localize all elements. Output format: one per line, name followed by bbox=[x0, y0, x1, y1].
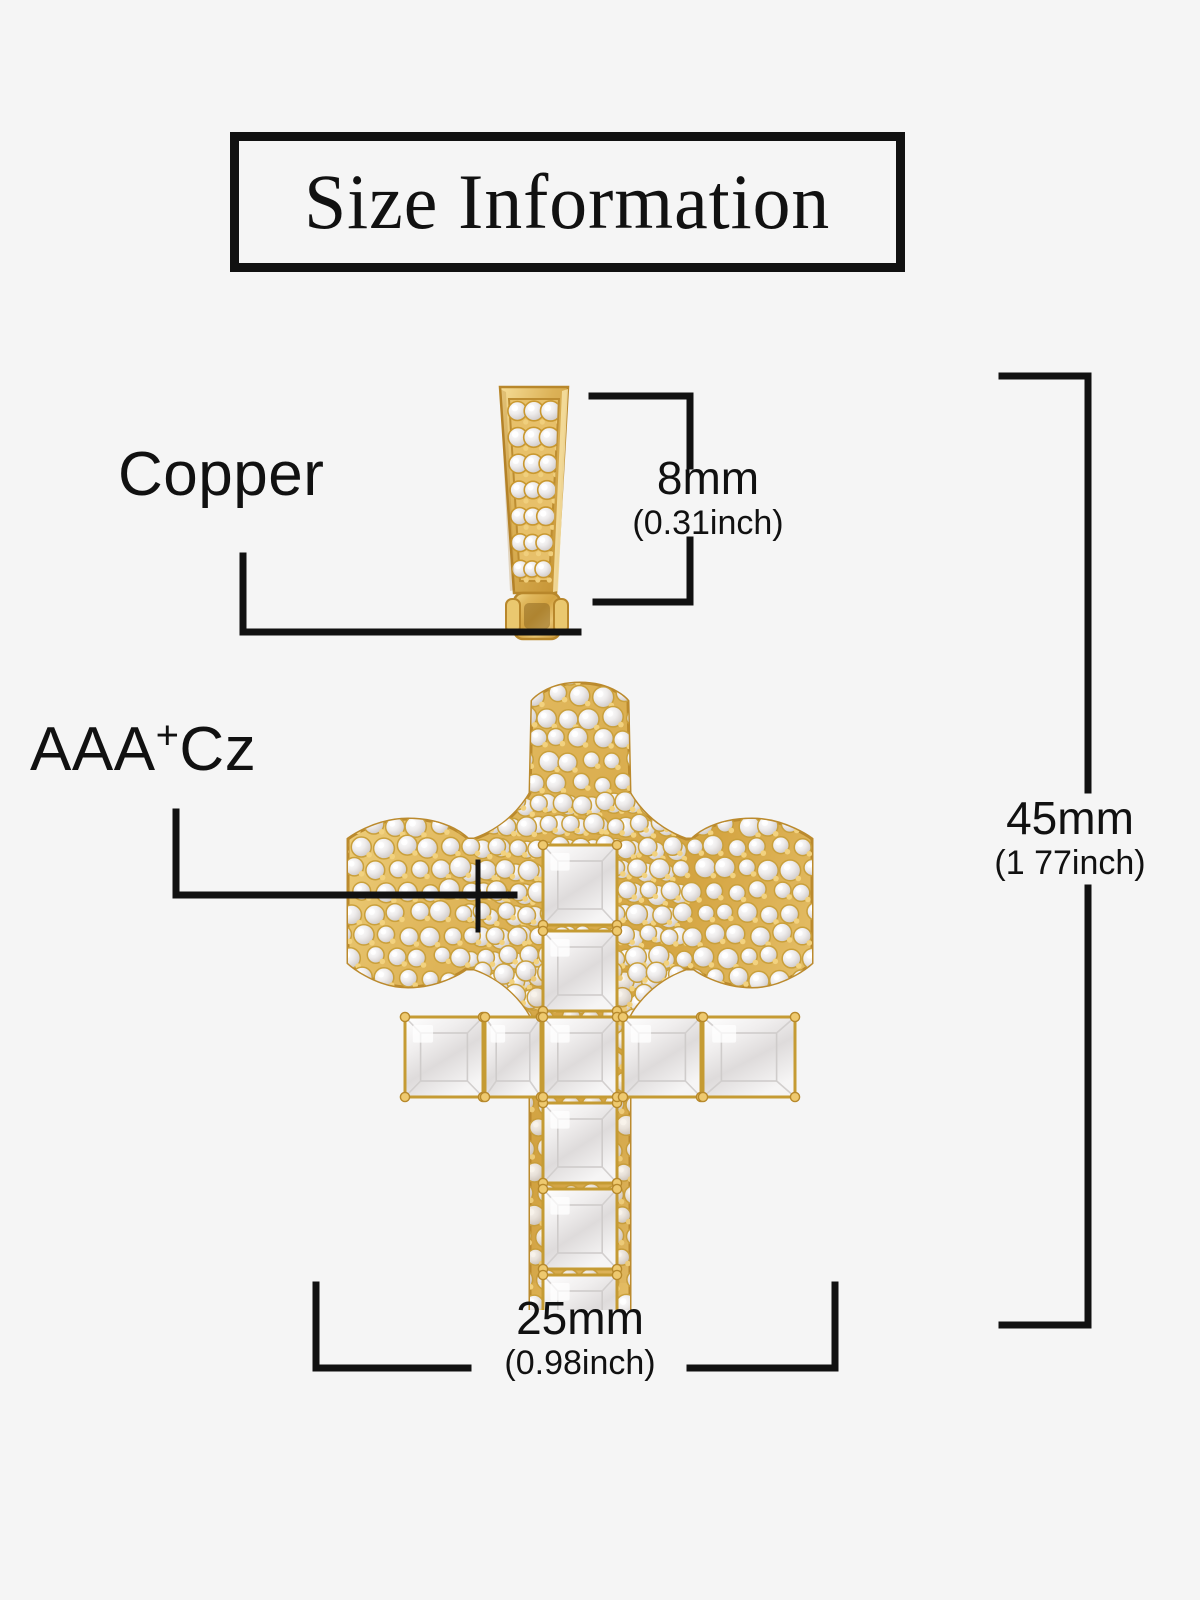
center-stone-h-3 bbox=[537, 1011, 623, 1103]
center-stones-vertical bbox=[537, 839, 623, 1310]
center-stone-v-6 bbox=[537, 1269, 623, 1310]
center-stones-horizontal bbox=[399, 1011, 801, 1103]
pendant-bail bbox=[498, 385, 570, 595]
center-stone-h-5 bbox=[697, 1011, 801, 1103]
material-label-aaa-cz: AAA+Cz bbox=[30, 714, 256, 785]
center-stone-v-2 bbox=[537, 925, 623, 1017]
center-stone-h-2 bbox=[479, 1011, 547, 1103]
dim-45mm-value: 45mm bbox=[1006, 792, 1134, 844]
aaa-text: AAA bbox=[30, 715, 156, 784]
plus-superscript: + bbox=[155, 713, 180, 758]
material-label-copper: Copper bbox=[118, 439, 324, 510]
dim-8mm-value: 8mm bbox=[656, 452, 760, 504]
dim-45mm-inch: (1 77inch) bbox=[994, 844, 1146, 882]
cross-pendant-image bbox=[346, 385, 814, 1310]
cz-text: Cz bbox=[179, 715, 257, 784]
dimension-label-45mm: 45mm (1 77inch) bbox=[975, 795, 1165, 880]
bail-connector-link bbox=[505, 591, 569, 641]
center-stone-v-1 bbox=[537, 839, 623, 931]
dim-25mm-inch: (0.98inch) bbox=[504, 1344, 656, 1382]
dim-25mm-value: 25mm bbox=[516, 1292, 644, 1344]
dim-8mm-inch: (0.31inch) bbox=[632, 504, 784, 542]
page-title: Size Information bbox=[304, 158, 831, 245]
center-stone-v-4 bbox=[537, 1097, 623, 1189]
dimension-label-25mm: 25mm (0.98inch) bbox=[470, 1295, 690, 1380]
cross-body bbox=[346, 681, 814, 1310]
title-box: Size Information bbox=[230, 132, 905, 272]
center-stone-h-1 bbox=[399, 1011, 489, 1103]
dimension-label-8mm: 8mm (0.31inch) bbox=[613, 455, 803, 540]
center-stone-v-5 bbox=[537, 1183, 623, 1275]
center-stone-h-4 bbox=[617, 1011, 707, 1103]
copper-label-text: Copper bbox=[118, 440, 325, 509]
